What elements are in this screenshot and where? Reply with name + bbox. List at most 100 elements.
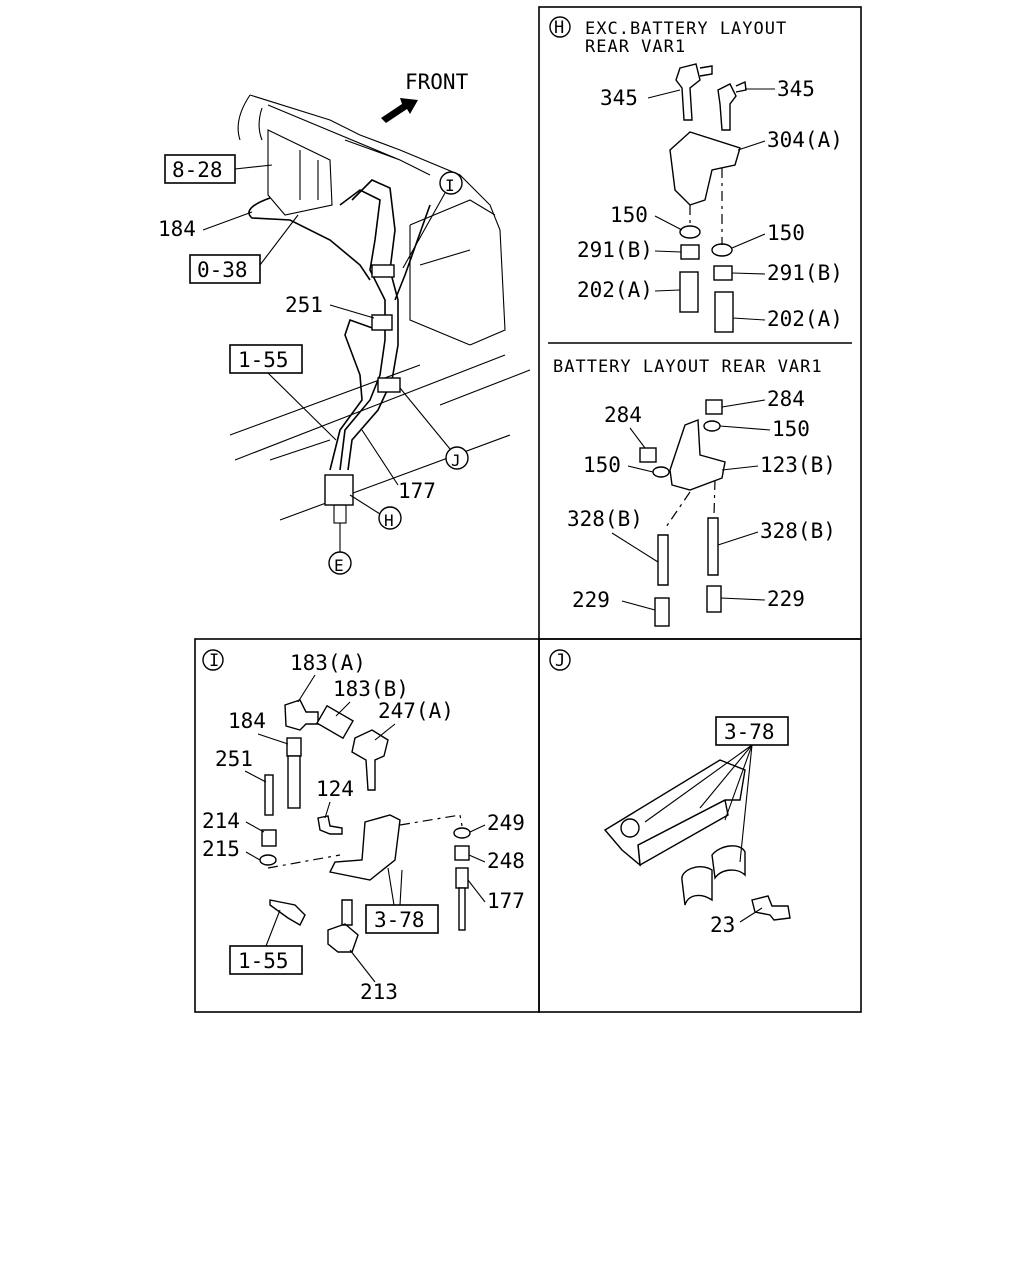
washer-150-right <box>711 243 733 257</box>
stud-328b-left <box>657 534 669 586</box>
washer-150-left <box>679 225 701 239</box>
fitting-1-55 <box>269 899 306 926</box>
label-i-3-78: 3-78 <box>374 908 425 932</box>
label-b-150-left: 150 <box>583 453 621 477</box>
bolt-23 <box>751 895 791 921</box>
bracket-123b <box>669 419 726 491</box>
nut-248 <box>454 845 470 861</box>
frame-outline <box>237 94 506 346</box>
label-i-248: 248 <box>487 849 525 873</box>
tee-213 <box>327 899 359 953</box>
clip-249 <box>453 827 471 839</box>
panel-i: I 183(A) 183(B) 184 247(A) 251 124 214 2… <box>202 649 525 1004</box>
washer-150-right-b <box>703 420 721 432</box>
front-label: FRONT <box>405 70 469 94</box>
pipe-251 <box>264 774 274 816</box>
nut-177 <box>455 867 469 889</box>
brake-pipe-c <box>347 179 399 471</box>
nut-291b-left <box>680 244 700 260</box>
label-i-183a: 183(A) <box>290 651 366 675</box>
label-b-229-left: 229 <box>572 588 610 612</box>
label-b-150-right: 150 <box>772 417 810 441</box>
brake-pipe-e <box>394 204 431 301</box>
clamp-bracket <box>603 759 746 867</box>
label-i-213: 213 <box>360 980 398 1004</box>
label-h-202a-right: 202(A) <box>767 307 843 331</box>
label-b-229-right: 229 <box>767 587 805 611</box>
nut-284-right <box>705 399 723 415</box>
label-h-304a: 304(A) <box>767 128 843 152</box>
connector-h <box>324 474 354 506</box>
nut-184 <box>286 737 302 757</box>
label-b-123b: 123(B) <box>760 453 836 477</box>
brake-pipe-d <box>329 318 379 471</box>
bracket-i <box>328 814 401 881</box>
bolt-124 <box>317 815 343 835</box>
circle-ref-h: H <box>384 511 394 530</box>
circle-ref-e: E <box>334 556 344 575</box>
label-h-150-left: 150 <box>610 203 648 227</box>
nut-291b-right <box>713 265 733 281</box>
label-i-214: 214 <box>202 809 240 833</box>
label-h-345-right: 345 <box>777 77 815 101</box>
panel-h-title-1: EXC.BATTERY LAYOUT <box>585 19 787 39</box>
panel-frames <box>194 6 862 1013</box>
label-b-284-right: 284 <box>767 387 805 411</box>
spacer-229-right <box>706 585 722 613</box>
panel-h: H EXC.BATTERY LAYOUT REAR VAR1 345 345 3… <box>549 16 843 333</box>
stud-328b-right <box>707 517 719 576</box>
label-i-124: 124 <box>316 777 354 801</box>
label-b-328b-left: 328(B) <box>567 507 643 531</box>
label-i-184: 184 <box>228 709 266 733</box>
panel-j-ref: J <box>555 651 566 671</box>
pipe-clip-lower <box>377 377 401 393</box>
panel-battery: BATTERY LAYOUT REAR VAR1 284 284 150 150… <box>553 357 836 627</box>
nut-214 <box>261 829 277 847</box>
label-i-177: 177 <box>487 889 525 913</box>
label-b-328b-right: 328(B) <box>760 519 836 543</box>
label-h-291b-right: 291(B) <box>767 261 843 285</box>
panel-i-ref: I <box>209 651 220 671</box>
circle-ref-j: J <box>451 451 461 470</box>
nut-j <box>620 818 640 838</box>
callout-0-38: 0-38 <box>197 258 248 282</box>
bracket-304a <box>669 131 741 206</box>
label-j-3-78: 3-78 <box>724 720 775 744</box>
union-345-right <box>717 80 747 131</box>
union-345-left <box>675 63 713 121</box>
label-i-249: 249 <box>487 811 525 835</box>
callout-177: 177 <box>398 479 436 503</box>
label-h-150-right: 150 <box>767 221 805 245</box>
pipe-bracket-upper <box>371 264 395 278</box>
pipe-184 <box>287 755 301 809</box>
label-j-23: 23 <box>710 913 735 937</box>
pipe-177 <box>458 887 466 931</box>
spacer-202a-right <box>714 291 734 333</box>
panel-j: J 3-78 23 <box>549 649 791 937</box>
callout-251: 251 <box>285 293 323 317</box>
valve-plate <box>267 129 333 216</box>
circle-ref-i: I <box>445 176 455 195</box>
front-arrow-icon <box>381 98 418 123</box>
label-i-1-55: 1-55 <box>238 949 289 973</box>
label-h-345-left: 345 <box>600 86 638 110</box>
label-h-291b-left: 291(B) <box>577 238 653 262</box>
callout-8-28: 8-28 <box>172 158 223 182</box>
elbow-183a <box>284 699 319 731</box>
clip-215 <box>259 854 277 866</box>
frame-rails <box>229 354 531 521</box>
sleeve-183b <box>316 704 354 740</box>
label-i-183b: 183(B) <box>333 677 409 701</box>
panel-battery-title: BATTERY LAYOUT REAR VAR1 <box>553 357 823 377</box>
washer-150-left-b <box>652 466 670 478</box>
pipe-clamp <box>681 845 746 906</box>
brake-pipe-b <box>339 189 386 471</box>
callout-1-55: 1-55 <box>238 348 289 372</box>
callout-184: 184 <box>158 217 196 241</box>
nut-284-left <box>639 447 657 463</box>
connector-e <box>333 504 347 524</box>
spacer-229-left <box>654 597 670 627</box>
pipe-joint-251 <box>371 314 393 331</box>
label-i-215: 215 <box>202 837 240 861</box>
